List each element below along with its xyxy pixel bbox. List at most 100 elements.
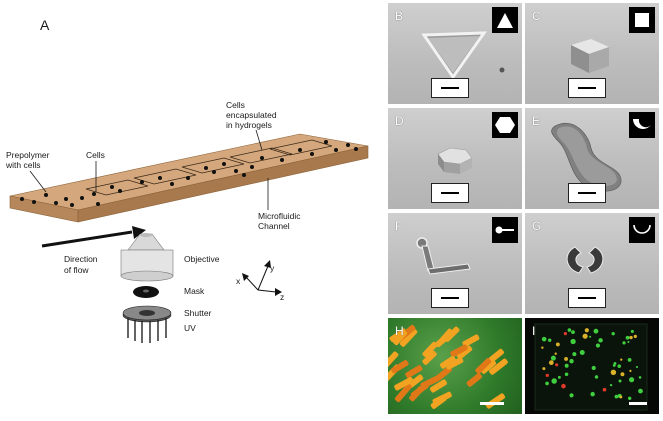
panel-label-b: B: [395, 9, 404, 23]
panel-label-h: H: [395, 324, 404, 338]
microfluidic-channel: [9, 133, 369, 223]
cell-dot: [620, 358, 623, 361]
panel-label-a: A: [40, 17, 50, 33]
cell-dot: [627, 396, 632, 400]
rod: [475, 358, 492, 374]
label-microfluidic-2: Channel: [258, 221, 290, 231]
rod: [392, 329, 408, 346]
label-direction-2: of flow: [64, 265, 89, 275]
panel-f-stick: F: [388, 213, 522, 314]
cell-dot: [633, 334, 637, 339]
cell-dot: [598, 338, 603, 343]
cell-dot: [554, 352, 557, 355]
cell-dot: [610, 369, 617, 376]
cell-dot: [570, 338, 576, 345]
scale-bar: [431, 183, 469, 203]
triangle-hydrogel: [421, 31, 505, 80]
cell-dot: [617, 364, 622, 368]
cell-dot: [557, 375, 561, 379]
cell-dot: [545, 373, 549, 378]
cell-dot: [563, 332, 568, 336]
axes-icon: [242, 260, 282, 296]
rod: [422, 350, 437, 365]
cell-dot: [591, 365, 596, 371]
rod: [430, 379, 447, 393]
rod: [445, 357, 464, 370]
cell-dot: [590, 391, 595, 397]
label-prepolymer-2: with cells: [5, 160, 40, 170]
label-cells: Cells: [86, 150, 105, 160]
cell-dot: [622, 341, 626, 345]
rod: [456, 345, 473, 360]
rod: [436, 366, 452, 380]
cell-dot: [548, 360, 554, 366]
hexagon-icon: [492, 112, 518, 138]
cell-dot: [564, 363, 569, 368]
cell-dot: [569, 393, 574, 398]
cell-dot: [625, 335, 630, 340]
axis-label-z: z: [280, 292, 284, 302]
panel-i-live-dead: I: [525, 318, 659, 414]
scale-bar: [431, 78, 469, 98]
rod-hydrogels: [388, 324, 508, 409]
cell-dot: [613, 362, 617, 365]
crescent-icon: [629, 112, 655, 138]
cell-dot: [629, 335, 633, 340]
rod: [391, 360, 409, 374]
rod: [487, 348, 504, 364]
rod: [407, 374, 424, 389]
rod: [480, 359, 497, 374]
label-objective: Objective: [184, 254, 220, 264]
stick-hydrogel: [416, 237, 471, 275]
cell-dot: [618, 379, 622, 383]
microfluidic-schematic: A Prepolymer with cells Cells Cells enca…: [5, 17, 369, 343]
panel-label-i: I: [532, 324, 536, 338]
label-uv: UV: [184, 323, 196, 333]
rod: [485, 393, 506, 409]
panel-b-triangle: B: [388, 3, 522, 104]
rod: [420, 375, 441, 389]
flow-arrow-icon: [41, 226, 146, 248]
panel-h-fluorescence: H: [388, 318, 522, 414]
rod: [432, 391, 452, 405]
scale-bar: [568, 288, 606, 308]
rod: [439, 355, 456, 369]
label-shutter: Shutter: [184, 308, 212, 318]
cell-dot: [564, 372, 569, 377]
arc-icon: [629, 217, 655, 243]
label-encapsulated-1: Cells: [226, 100, 245, 110]
cell-dot: [571, 330, 575, 334]
panel-label-f: F: [395, 219, 403, 233]
cell-dot: [602, 387, 607, 392]
cell-dot: [593, 328, 599, 334]
cell-dot: [614, 394, 619, 399]
cell-dot: [635, 365, 639, 369]
panel-e-crescent: E: [525, 108, 659, 209]
cell-dot: [620, 372, 625, 377]
cell-dot: [555, 342, 560, 347]
cell-dot: [638, 376, 642, 379]
cell-dot: [545, 381, 549, 386]
panel-label-c: C: [532, 9, 541, 23]
cell-dot: [609, 383, 613, 387]
scale-bar: [568, 183, 606, 203]
rod: [388, 351, 399, 369]
cell-dot: [629, 377, 635, 383]
rod: [450, 344, 468, 357]
cell-dot: [579, 350, 585, 355]
rod: [466, 373, 482, 387]
label-direction-1: Direction: [64, 254, 98, 264]
label-mask: Mask: [184, 286, 205, 296]
cell-dot: [572, 352, 577, 357]
panel-label-g: G: [532, 219, 542, 233]
square-icon: [629, 7, 655, 33]
panel-label-d: D: [395, 114, 404, 128]
cell-dot: [569, 358, 574, 364]
label-encapsulated-2: encapsulated: [226, 110, 277, 120]
cell-dot: [595, 343, 600, 348]
label-prepolymer-1: Prepolymer: [6, 150, 50, 160]
hydrogel-outlines: [85, 139, 333, 196]
cell-dot: [627, 358, 632, 362]
triangle-icon: [492, 7, 518, 33]
cell-dot: [541, 346, 544, 349]
